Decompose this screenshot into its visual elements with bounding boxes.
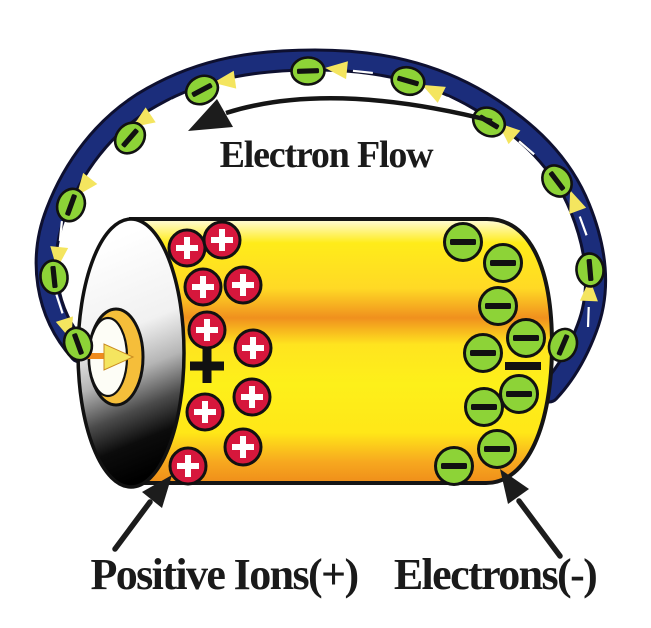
- wire-flow-arrow-icon: [422, 84, 466, 108]
- wire-flow-arrow-icon: [76, 157, 108, 196]
- wire-flow-arrow-icon: [569, 190, 588, 236]
- electron-icon: [463, 333, 503, 373]
- electrons-label: Electrons(-): [394, 550, 596, 599]
- electron-icon: [483, 243, 523, 283]
- wire-flow-arrow-icon: [213, 70, 261, 89]
- electron-icon: [478, 286, 518, 326]
- electron-icon: [506, 318, 546, 358]
- wire-electron-icon: [62, 326, 94, 362]
- wire-electron-icon: [113, 121, 147, 155]
- wire-electron-icon: [55, 187, 87, 223]
- positive-ion-icon: [187, 310, 227, 350]
- plus-terminal-symbol: [190, 349, 224, 383]
- electron-icon: [477, 429, 517, 469]
- wire-electron-icon: [184, 74, 220, 106]
- electron-flow-arrow: [188, 96, 493, 131]
- positive-ions-label: Positive Ions(+): [90, 550, 357, 599]
- positive-ion-icon: [183, 267, 223, 307]
- positive-ion-icon: [167, 228, 207, 268]
- electron-group: [434, 222, 546, 486]
- positive-ion-icon: [168, 446, 208, 486]
- positive-ions-pointer: [112, 475, 172, 552]
- electron-icon: [443, 222, 483, 262]
- positive-ion-icon: [232, 377, 272, 417]
- positive-ion-icon: [223, 265, 263, 305]
- wire-flow-arrow-icon: [132, 99, 173, 128]
- wire-flow-arrow-icon: [325, 61, 373, 80]
- wire-electron-icon: [547, 327, 579, 363]
- wire-electron-icon: [575, 252, 605, 288]
- wire-electron-icon: [39, 259, 69, 295]
- positive-ion-icon: [223, 427, 263, 467]
- electron-icon: [434, 446, 474, 486]
- electrons-pointer: [500, 469, 563, 559]
- positive-ion-icon: [185, 392, 225, 432]
- wire-electron-icon: [390, 65, 426, 97]
- wire-electron-icon: [290, 56, 326, 86]
- wire-electron-icon: [541, 164, 573, 198]
- electron-icon: [499, 374, 539, 414]
- wire-flow-arrow-icon: [50, 221, 69, 269]
- wire-flow-arrow-icon: [579, 279, 598, 328]
- positive-ion-group: [167, 220, 273, 486]
- electron-icon: [464, 387, 504, 427]
- electron-flow-label: Electron Flow: [220, 134, 434, 176]
- wire-decorations: [39, 56, 605, 363]
- positive-ion-icon: [202, 220, 242, 260]
- positive-ion-icon: [233, 328, 273, 368]
